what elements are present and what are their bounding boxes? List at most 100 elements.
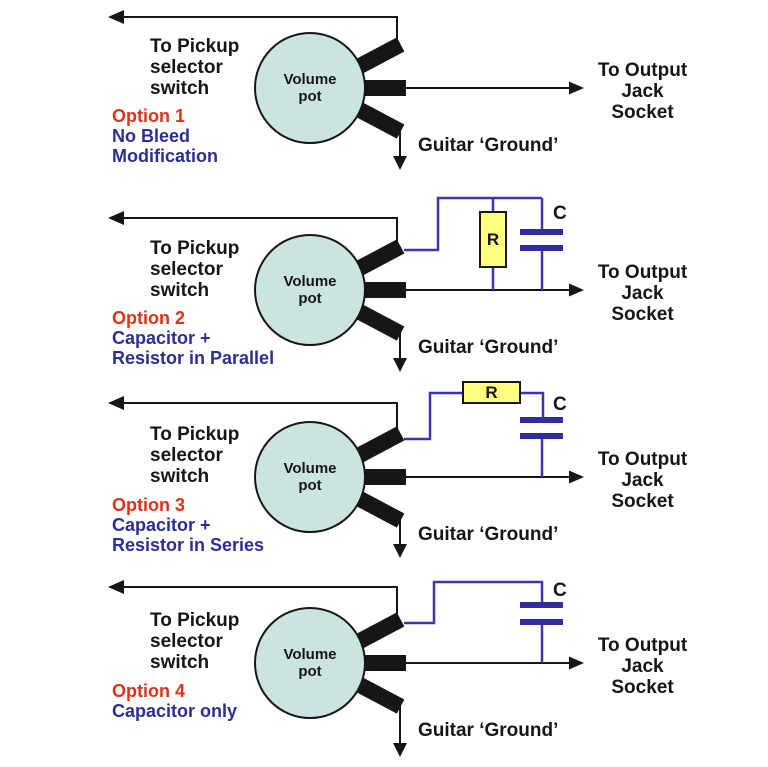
label-line: Volume xyxy=(283,273,337,290)
pickup-switch-label: To Pickup selector switch xyxy=(150,36,239,99)
wire-to-pickup-selector xyxy=(112,586,398,618)
label-line: switch xyxy=(150,280,210,301)
label-line: To Pickup xyxy=(150,424,240,445)
capacitor-plate xyxy=(520,229,563,235)
output-jack-label: To Output Jack Socket xyxy=(585,262,700,325)
label-line: Jack xyxy=(621,656,664,677)
option-title: Option 1 xyxy=(112,106,185,126)
volume-pot-circle xyxy=(254,421,366,533)
resistor-label: R xyxy=(485,382,498,402)
arrow-down-icon xyxy=(393,743,407,757)
output-jack-label: To Output Jack Socket xyxy=(585,60,700,123)
ground-label: Guitar ‘Ground’ xyxy=(418,720,559,741)
option-title: Option 4 xyxy=(112,681,185,701)
option-1-diagram xyxy=(108,10,584,170)
resistor-label: R xyxy=(486,229,500,249)
arrow-down-icon xyxy=(393,544,407,558)
label-line: pot xyxy=(298,290,322,307)
capacitor-plate xyxy=(520,417,563,423)
capacitor-plate xyxy=(520,245,563,251)
wire-to-pickup-selector xyxy=(112,217,398,247)
label-line: Socket xyxy=(611,304,674,325)
resistor-to-capacitor-wire xyxy=(520,391,545,417)
option-4-label: Option 4 Capacitor only xyxy=(112,681,237,721)
ground-label: Guitar ‘Ground’ xyxy=(418,135,559,156)
option-4-diagram xyxy=(108,580,584,757)
option-description: Capacitor + xyxy=(112,328,211,348)
label-line: selector xyxy=(150,259,223,280)
label-line: pot xyxy=(298,477,322,494)
arrow-down-icon xyxy=(393,358,407,372)
label-line: Volume xyxy=(283,71,337,88)
label-line: Socket xyxy=(611,102,674,123)
volume-pot-label: Volume pot xyxy=(255,273,365,307)
option-3-label: Option 3 Capacitor + Resistor in Series xyxy=(112,495,264,555)
resistor-body xyxy=(462,381,521,404)
option-description: Capacitor only xyxy=(112,701,238,721)
bleed-wire xyxy=(404,391,463,441)
label-line: To Output xyxy=(597,262,688,283)
bleed-wire xyxy=(404,580,544,625)
label-line: pot xyxy=(298,88,322,105)
arrow-down-icon xyxy=(393,156,407,170)
label-line: selector xyxy=(150,445,223,466)
output-jack-label: To Output Jack Socket xyxy=(585,635,700,698)
label-line: Socket xyxy=(611,677,674,698)
volume-pot-label: Volume pot xyxy=(255,71,365,105)
volume-pot-label: Volume pot xyxy=(255,460,365,494)
label-line: selector xyxy=(150,57,223,78)
pickup-switch-label: To Pickup selector switch xyxy=(150,424,239,487)
capacitor-plate xyxy=(520,619,563,625)
pot-lug-middle xyxy=(360,80,406,96)
option-2-label: Option 2 Capacitor + Resistor in Paralle… xyxy=(112,308,274,368)
label-line: selector xyxy=(150,631,223,652)
volume-pot-circle xyxy=(254,32,366,144)
label-line: switch xyxy=(150,652,210,673)
pickup-switch-label: To Pickup selector switch xyxy=(150,238,239,301)
arrow-left-icon xyxy=(108,10,124,24)
arrow-right-icon xyxy=(569,656,584,670)
resistor-body xyxy=(479,211,507,268)
bleed-network-cap-only xyxy=(404,580,544,663)
option-title: Option 3 xyxy=(112,495,185,515)
bleed-network-series xyxy=(404,391,545,477)
option-description: Resistor in Parallel xyxy=(112,348,275,368)
option-1-label: Option 1 No Bleed Modification xyxy=(112,106,218,166)
label-line: Volume xyxy=(283,460,337,477)
pot-lug-middle xyxy=(360,469,406,485)
pot-lug-middle xyxy=(360,282,406,298)
label-line: To Pickup xyxy=(150,238,240,259)
option-description: Resistor in Series xyxy=(112,535,265,555)
label-line: To Output xyxy=(597,635,688,656)
volume-pot-circle xyxy=(254,234,366,346)
arrow-right-icon xyxy=(569,470,584,484)
bleed-wire xyxy=(404,196,542,252)
option-description: Modification xyxy=(112,146,218,166)
label-line: To Output xyxy=(597,449,688,470)
label-line: switch xyxy=(150,78,210,99)
label-line: switch xyxy=(150,466,210,487)
label-line: Jack xyxy=(621,470,664,491)
label-line: Jack xyxy=(621,81,664,102)
option-2-diagram xyxy=(108,196,584,372)
arrow-left-icon xyxy=(108,580,124,594)
option-3-diagram xyxy=(108,381,584,558)
output-jack-label: To Output Jack Socket xyxy=(585,449,700,512)
option-title: Option 2 xyxy=(112,308,185,328)
option-description: No Bleed xyxy=(112,126,191,146)
pot-lug-middle xyxy=(360,655,406,671)
ground-label: Guitar ‘Ground’ xyxy=(418,524,559,545)
capacitor-label: C xyxy=(553,580,567,601)
capacitor-label: C xyxy=(553,203,567,224)
label-line: Volume xyxy=(283,646,337,663)
arrow-right-icon xyxy=(569,81,584,95)
wire-to-pickup-selector xyxy=(112,402,398,432)
ground-label: Guitar ‘Ground’ xyxy=(418,337,559,358)
label-line: Socket xyxy=(611,491,674,512)
wire-to-pickup-selector xyxy=(112,16,398,45)
arrow-left-icon xyxy=(108,396,124,410)
arrow-left-icon xyxy=(108,211,124,225)
volume-pot-label: Volume pot xyxy=(255,646,365,680)
